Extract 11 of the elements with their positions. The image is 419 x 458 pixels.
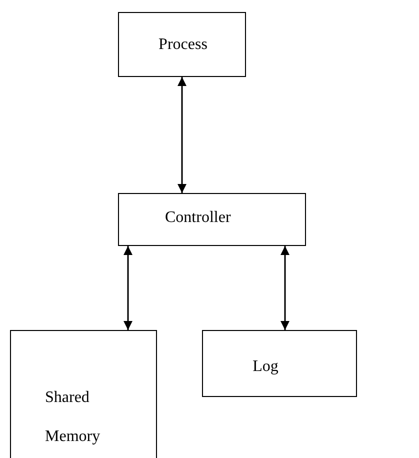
node-label: Controller — [165, 208, 232, 228]
double-arrow — [178, 77, 186, 193]
double-arrow — [280, 246, 290, 330]
node-label: Process — [158, 35, 208, 55]
node-label: Log — [252, 357, 280, 377]
process-box — [10, 330, 157, 458]
process-box — [118, 193, 306, 246]
process-box — [118, 12, 246, 77]
process-box — [202, 330, 357, 397]
node-label: Shared Memory — [45, 388, 102, 447]
double-arrow — [124, 246, 132, 330]
